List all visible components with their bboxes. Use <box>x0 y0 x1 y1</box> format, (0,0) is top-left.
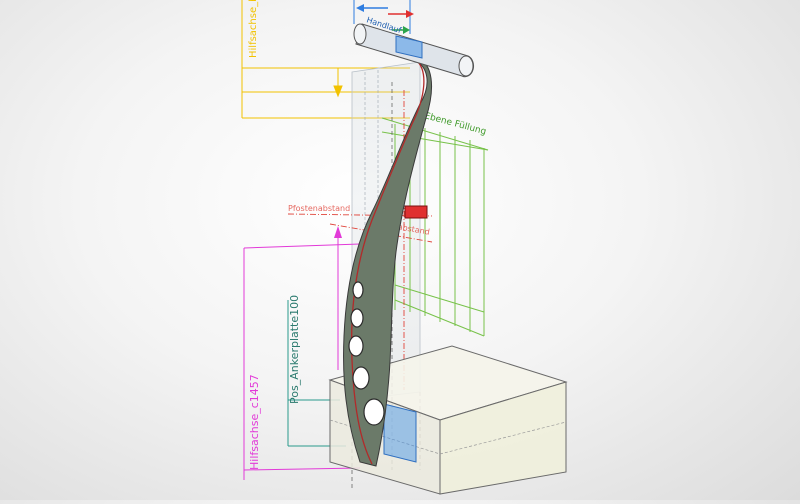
post-hole-2 <box>350 308 364 328</box>
magenta-arrow-icon <box>334 226 342 238</box>
curved-post[interactable] <box>343 57 432 467</box>
magenta-dimension-group[interactable] <box>243 236 361 480</box>
handrail-connection-patch[interactable] <box>395 35 423 59</box>
post-hole-1 <box>352 281 364 299</box>
yellow-arrow-icon <box>333 85 343 98</box>
red-dimension-label-upper: Pfostenabstand <box>288 204 350 213</box>
red-marker-block[interactable] <box>404 205 428 219</box>
hilfsachse-c-label: Hilfsachse_c1457 <box>248 374 261 470</box>
blue-arrow-left-icon <box>356 4 364 12</box>
hilfsachse-b-label: Hilfsachse_b160 <box>248 0 259 58</box>
red-arrow-right-icon <box>406 10 414 18</box>
post-hole-4 <box>352 366 370 390</box>
anchor-plate[interactable] <box>383 403 417 463</box>
post-holes <box>348 281 385 426</box>
post-edge-line <box>351 59 425 465</box>
post-hole-3 <box>348 335 364 357</box>
pos-ankerplatte-label: Pos_Ankerplatte100 <box>288 295 301 404</box>
handlauf-dimension-group[interactable] <box>353 0 414 34</box>
green-arrow-right-icon <box>403 26 410 34</box>
post-hole-5 <box>363 398 385 426</box>
